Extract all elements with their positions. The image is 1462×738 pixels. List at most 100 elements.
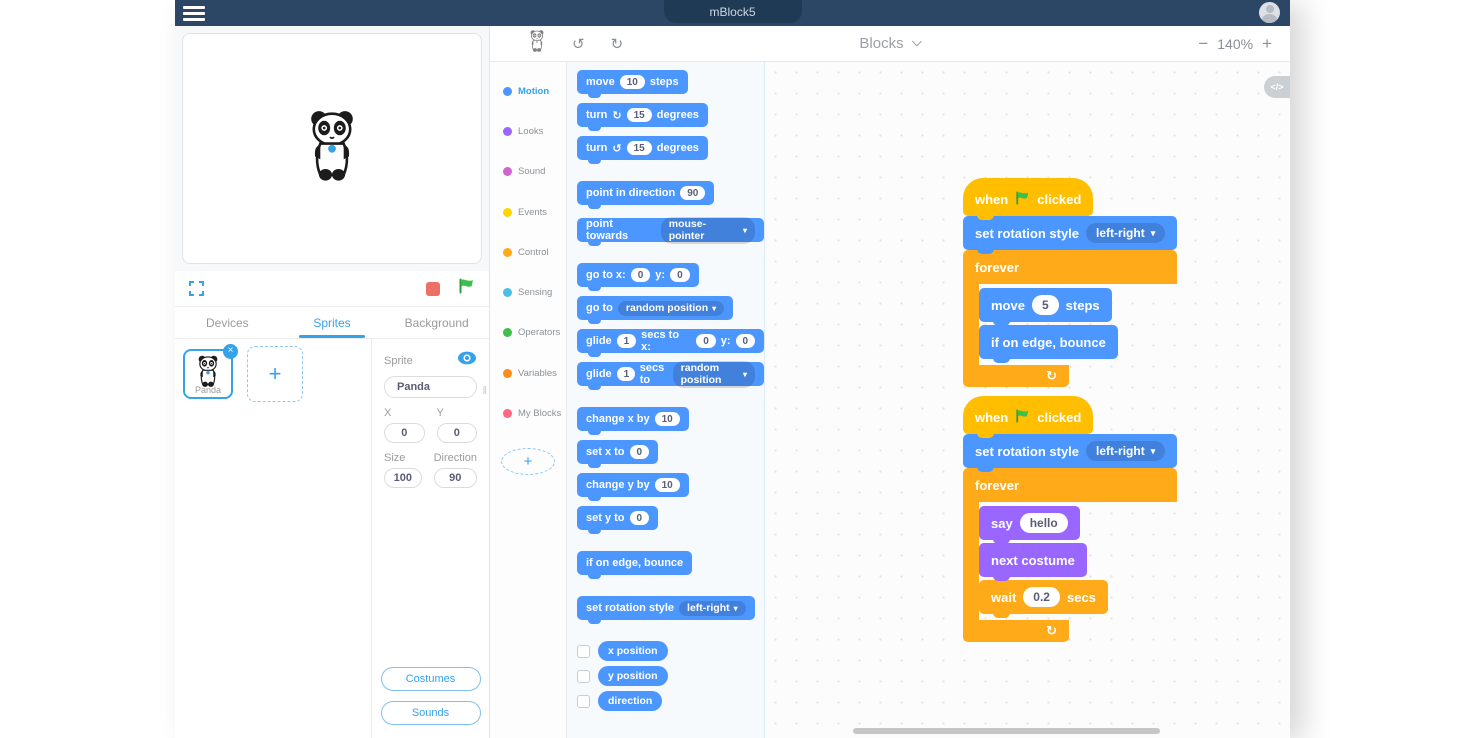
value-input[interactable]: 90 bbox=[680, 186, 706, 200]
category-sensing[interactable]: Sensing bbox=[490, 272, 566, 312]
add-sprite-button[interactable]: + bbox=[247, 346, 303, 402]
sprite-card-panda[interactable]: Panda × bbox=[183, 344, 238, 399]
value-input[interactable]: 0 bbox=[670, 268, 690, 282]
redo-icon[interactable]: ↻ bbox=[610, 34, 624, 53]
category-events[interactable]: Events bbox=[490, 192, 566, 232]
sounds-button[interactable]: Sounds bbox=[380, 701, 481, 725]
value-input[interactable]: 0 bbox=[629, 511, 650, 525]
value-input[interactable]: 0.2 bbox=[1023, 587, 1060, 607]
zoom-in-button[interactable]: + bbox=[1262, 33, 1272, 53]
category-control[interactable]: Control bbox=[490, 232, 566, 272]
c-block-footer[interactable]: ↻ bbox=[963, 365, 1069, 387]
direction-input[interactable] bbox=[433, 468, 477, 488]
costumes-button[interactable]: Costumes bbox=[380, 667, 481, 691]
panda-sprite[interactable] bbox=[303, 107, 361, 187]
stop-icon[interactable] bbox=[426, 281, 440, 296]
sprite-name-input[interactable] bbox=[384, 376, 477, 398]
fullscreen-icon[interactable] bbox=[189, 281, 204, 296]
category-operators[interactable]: Operators bbox=[490, 313, 566, 353]
user-avatar[interactable] bbox=[1259, 2, 1280, 23]
value-input[interactable]: 10 bbox=[619, 75, 645, 89]
code-view-toggle[interactable]: </> bbox=[1264, 76, 1290, 98]
reporter-block-x-position[interactable]: x position bbox=[598, 641, 668, 661]
menu-icon[interactable] bbox=[183, 3, 205, 24]
x-input[interactable] bbox=[384, 423, 425, 443]
monitor-checkbox-y-position[interactable] bbox=[577, 669, 590, 683]
category-myblocks[interactable]: My Blocks bbox=[490, 393, 566, 433]
resize-handle[interactable]: ‖ bbox=[482, 385, 488, 397]
value-input[interactable]: hello bbox=[1019, 513, 1068, 533]
stage[interactable] bbox=[182, 33, 482, 264]
green-flag-icon[interactable] bbox=[458, 278, 475, 299]
category-variables[interactable]: Variables bbox=[490, 353, 566, 393]
c-block-footer[interactable]: ↻ bbox=[963, 620, 1069, 642]
category-sound[interactable]: Sound bbox=[490, 152, 566, 192]
c-block-header[interactable]: forever bbox=[963, 468, 1178, 502]
undo-icon[interactable]: ↺ bbox=[572, 34, 585, 53]
dropdown-left-right[interactable]: left-right▾ bbox=[1086, 223, 1166, 243]
value-input[interactable]: 0 bbox=[630, 268, 651, 282]
tab-devices[interactable]: Devices bbox=[205, 315, 249, 330]
category-looks[interactable]: Looks bbox=[490, 111, 566, 151]
variables-dot-icon bbox=[503, 368, 512, 378]
value-input[interactable]: 10 bbox=[654, 478, 680, 492]
dropdown-mouse-pointer[interactable]: mouse-pointer▾ bbox=[660, 216, 755, 244]
value-input[interactable]: 1 bbox=[616, 334, 637, 348]
category-motion[interactable]: Motion bbox=[490, 71, 566, 111]
monitor-checkbox-direction[interactable] bbox=[577, 694, 590, 708]
dropdown-random-position[interactable]: random position▾ bbox=[617, 300, 725, 316]
add-extension-button[interactable]: + bbox=[501, 447, 555, 475]
script-block-next-costume[interactable]: next costume bbox=[979, 543, 1087, 581]
value-input[interactable]: 1 bbox=[616, 367, 635, 381]
reporter-block-direction[interactable]: direction bbox=[598, 691, 663, 711]
monitor-checkbox-x-position[interactable] bbox=[577, 644, 590, 658]
delete-sprite-icon[interactable]: × bbox=[223, 344, 238, 359]
value-input[interactable]: 15 bbox=[626, 108, 652, 122]
c-block-header[interactable]: forever bbox=[963, 250, 1178, 284]
value-input[interactable]: 0 bbox=[629, 445, 650, 459]
reporter-block-y-position[interactable]: y position bbox=[598, 666, 668, 686]
dropdown-left-right[interactable]: left-right▾ bbox=[679, 600, 746, 616]
editor-mode-dropdown[interactable]: Blocks bbox=[859, 35, 923, 52]
value-input[interactable]: 0 bbox=[696, 334, 716, 348]
value-input[interactable]: 10 bbox=[654, 412, 680, 426]
tab-background[interactable]: Background bbox=[404, 315, 469, 330]
zoom-out-button[interactable]: − bbox=[1198, 33, 1209, 53]
value-input[interactable]: 15 bbox=[626, 141, 652, 155]
script-block-if-on-edge-bounce[interactable]: if on edge, bounce bbox=[979, 325, 1118, 363]
dropdown-left-right[interactable]: left-right▾ bbox=[1086, 441, 1166, 461]
horizontal-scrollbar[interactable] bbox=[853, 728, 1160, 734]
size-input[interactable] bbox=[384, 468, 422, 488]
value-input[interactable]: 0 bbox=[735, 334, 755, 348]
tab-sprites[interactable]: Sprites bbox=[280, 307, 385, 338]
value-input[interactable]: 5 bbox=[1031, 295, 1059, 315]
dropdown-random-position[interactable]: random position▾ bbox=[672, 360, 755, 388]
visibility-eye-icon[interactable] bbox=[457, 351, 477, 370]
palette-block-if-on-edge-bounce[interactable]: if on edge, bounce bbox=[577, 551, 693, 579]
y-input[interactable] bbox=[436, 423, 477, 443]
